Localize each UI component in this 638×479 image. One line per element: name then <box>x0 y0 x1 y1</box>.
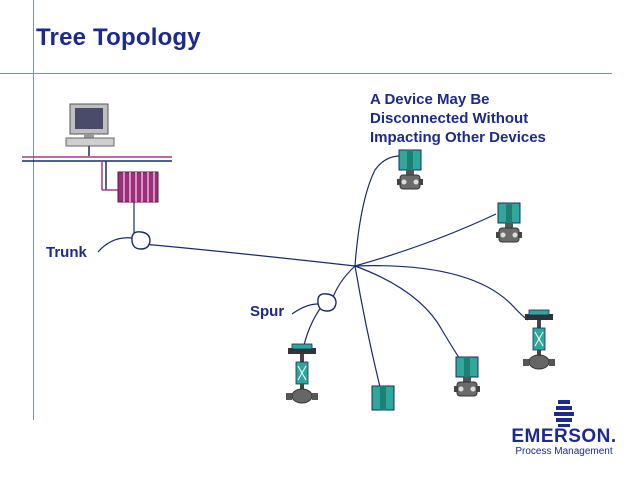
callout-line-3: Impacting Other Devices <box>370 129 546 146</box>
valve-icon <box>522 309 556 370</box>
horizontal-rule <box>0 73 612 74</box>
slide-title: Tree Topology <box>36 24 201 51</box>
trunk-pointer <box>97 237 133 253</box>
emerson-logo: EMERSON. Process Management <box>504 398 624 460</box>
controller-rack-icon <box>117 171 159 203</box>
logo-subtitle: Process Management <box>515 446 613 457</box>
spur-cables <box>303 155 529 388</box>
vertical-rule <box>33 0 34 420</box>
callout-line-1: A Device May Be <box>370 91 490 108</box>
transmitter-icon <box>371 385 395 411</box>
trunk-label: Trunk <box>46 244 87 261</box>
transmitter-icon <box>453 356 481 397</box>
spur-label: Spur <box>250 303 285 320</box>
trunk-coupler-icon <box>131 231 151 250</box>
spur-pointer <box>291 303 319 315</box>
callout-text: A Device May Be Disconnected Without Imp… <box>370 90 600 147</box>
spur-coupler-icon <box>317 293 337 312</box>
control-bus <box>22 156 172 191</box>
callout-line-2: Disconnected Without <box>370 110 529 127</box>
transmitter-icon <box>396 149 424 190</box>
emerson-logo-icon <box>554 400 574 427</box>
logo-name: EMERSON. <box>511 426 617 447</box>
transmitter-icon <box>495 202 523 243</box>
valve-icon <box>285 343 319 404</box>
computer-icon <box>65 103 115 156</box>
trunk-cable <box>133 202 356 267</box>
